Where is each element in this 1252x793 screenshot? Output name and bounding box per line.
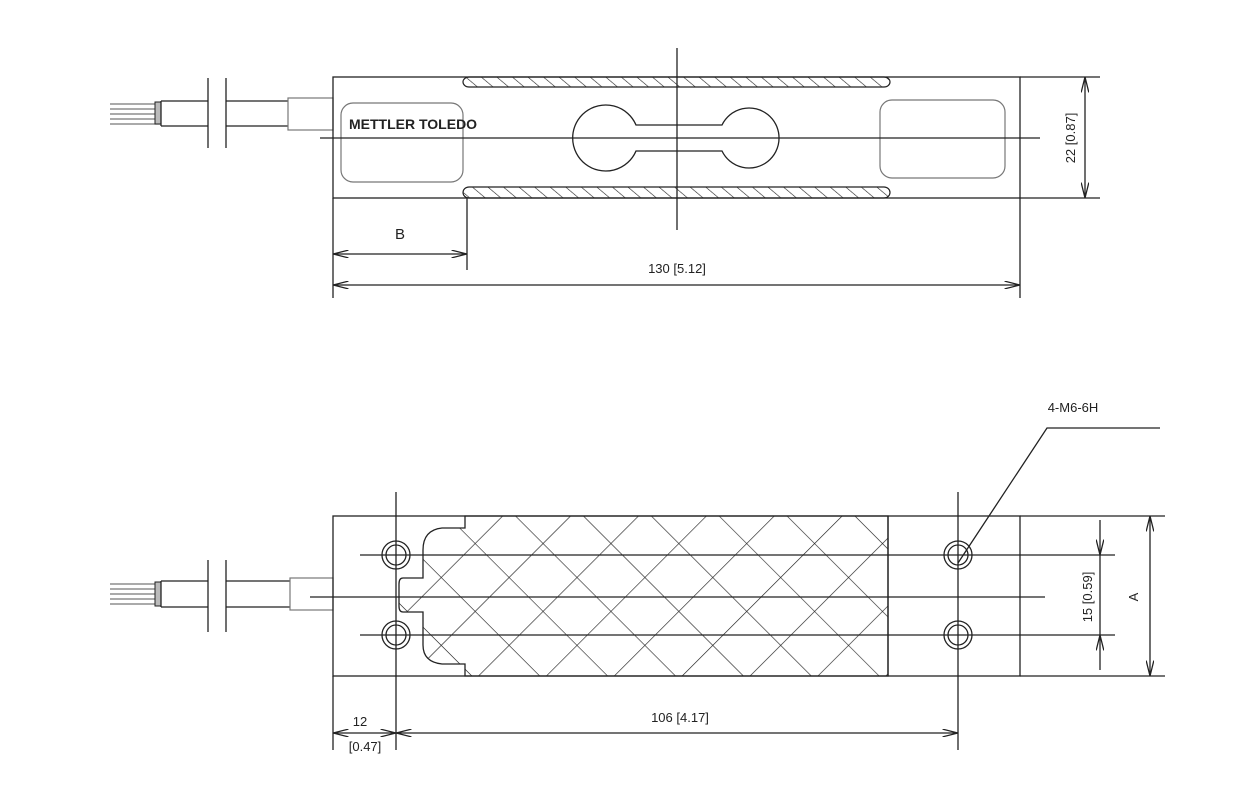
bottom-view: 4-M6-6H 15 [0.59] A 12 [0.47] 106 [4.17] [110,400,1165,754]
edge-dimension-inch: [0.47] [349,739,382,754]
height-dimension: 22 [0.87] [1063,113,1078,164]
right-pocket [879,99,1006,179]
dumbbell-cutout [572,104,780,172]
hole-spacing-dimension: 15 [0.59] [1080,572,1095,623]
crosshatched-area [398,515,889,677]
a-dimension: A [1126,592,1141,601]
brand-logo: METTLER TOLEDO [349,116,477,132]
hole-pitch-dimension: 106 [4.17] [651,710,709,725]
edge-dimension: 12 [353,714,367,729]
thread-callout: 4-M6-6H [1048,400,1099,415]
cable-bottom [110,560,334,632]
b-dimension: B [395,226,405,243]
top-view: METTLER TOLEDO 22 [0.87] B 130 [5.12] [110,48,1100,298]
left-pocket [340,102,464,183]
cable-top [110,78,334,148]
length-dimension: 130 [5.12] [648,261,706,276]
